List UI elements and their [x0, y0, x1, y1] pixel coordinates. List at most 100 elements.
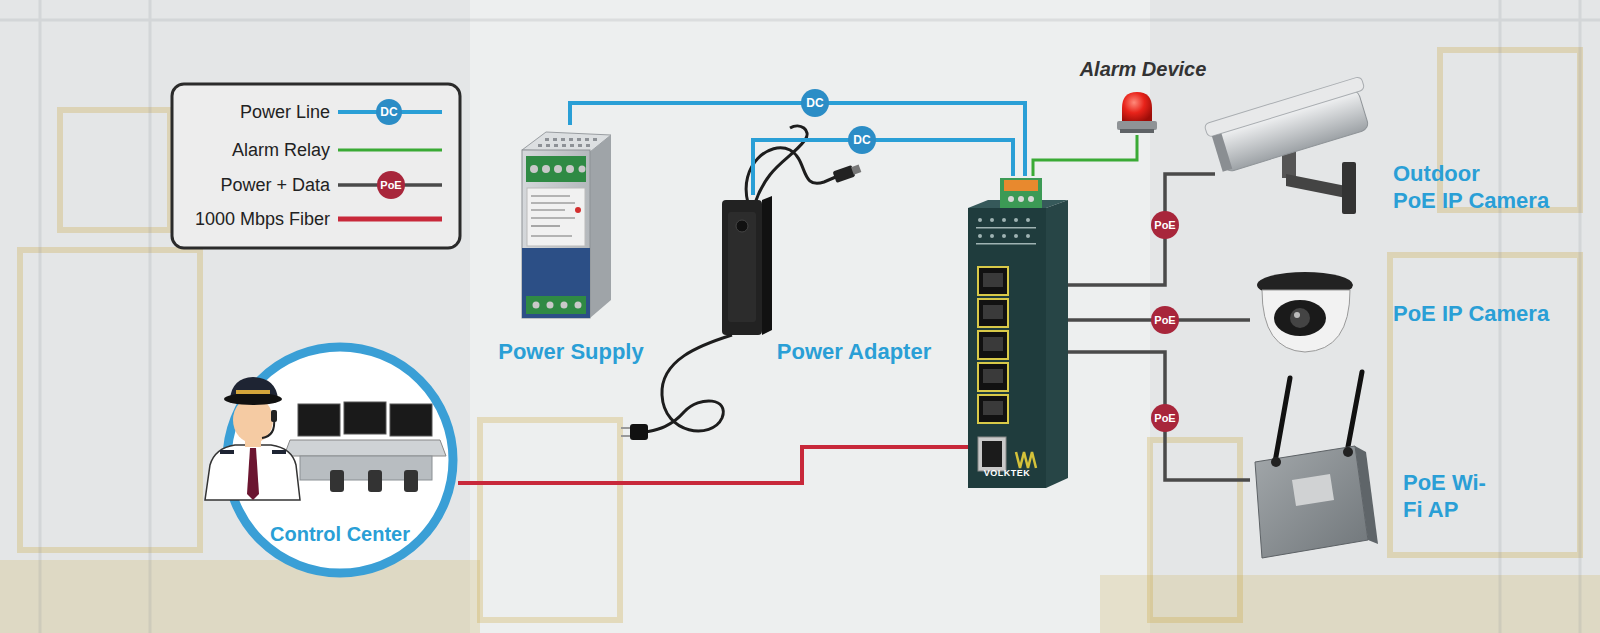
dome-camera-illustration: [1262, 290, 1350, 352]
control-desk: [330, 470, 344, 492]
outdoor-camera-illustration: [1204, 76, 1376, 175]
control-desk: [404, 470, 418, 492]
alarm-device-node: Alarm Device: [1070, 55, 1216, 135]
warehouse-backdrop: [0, 560, 1600, 633]
power-supply-illustration: [526, 156, 586, 182]
ethernet-switch-illustration: [978, 395, 1008, 423]
power-adapter-illustration: [833, 163, 862, 184]
ethernet-switch-illustration: [978, 363, 1008, 391]
control-desk: [368, 470, 382, 492]
operator-figure: [245, 436, 261, 447]
power-supply-illustration: [522, 150, 590, 318]
control-desk: [300, 456, 432, 480]
operator-figure: [236, 390, 270, 394]
ip-camera-node: PoE IP Camera: [1250, 262, 1570, 357]
legend-label: Power Line: [172, 101, 330, 123]
ethernet-switch-illustration: [978, 218, 982, 222]
legend-label: Power + Data: [172, 174, 330, 196]
legend-box: [338, 149, 442, 152]
power-supply-illustration: [570, 144, 574, 147]
ethernet-switch-illustration: [1018, 196, 1024, 202]
power-supply-illustration: [531, 235, 572, 236]
warehouse-backdrop: [1579, 0, 1582, 633]
line-badge: DC: [376, 99, 402, 125]
power-supply-illustration: [538, 138, 597, 147]
power-adapter-node: Power Adapter: [630, 195, 935, 365]
power-supply-illustration: [590, 135, 611, 318]
warehouse-backdrop: [20, 250, 200, 550]
ethernet-switch-illustration: [976, 227, 1036, 229]
wifi-ap-illustration: [1347, 372, 1362, 452]
legend-box: [172, 84, 460, 248]
power-supply-illustration: [542, 165, 550, 173]
power-supply-illustration: [531, 209, 565, 210]
outdoor-camera-illustration: [1342, 162, 1356, 214]
legend-box: [172, 84, 460, 248]
power-supply-illustration: [554, 144, 558, 147]
wifi-ap-illustration: [1292, 474, 1334, 506]
legend-box: [338, 217, 442, 222]
power-supply-illustration: [547, 302, 554, 309]
ethernet-switch-illustration: [1004, 180, 1038, 191]
warehouse-backdrop: [0, 560, 480, 633]
line-badge: DC: [801, 89, 829, 117]
power-supply-illustration: [561, 138, 565, 141]
power-supply-illustration: [530, 165, 538, 173]
power-adapter-illustration: [621, 126, 862, 440]
node-label: Control Center: [222, 522, 458, 546]
ethernet-switch-illustration: [1008, 196, 1014, 202]
operator-figure: [272, 450, 286, 454]
wrap-spacer: [1520, 160, 1555, 187]
line-badge: DC: [848, 126, 876, 154]
ethernet-switch-illustration: [978, 437, 1006, 471]
node-label: Power Adapter: [774, 338, 934, 365]
alarm-beacon: [1117, 121, 1157, 130]
power-supply-illustration: [522, 248, 590, 318]
ethernet-switch-illustration: [990, 218, 994, 222]
connector-line: [1068, 174, 1215, 285]
operator-figure: [247, 448, 259, 500]
outdoor-camera-illustration: [1204, 76, 1376, 214]
power-supply-illustration: [566, 165, 574, 173]
connector-line: [1068, 352, 1250, 480]
power-supply-illustration: [531, 225, 560, 226]
power-supply-illustration: [579, 166, 586, 173]
power-supply-illustration: [538, 144, 542, 147]
ethernet-switch-illustration: [1008, 196, 1034, 202]
power-supply-illustration: [577, 138, 581, 141]
node-label: Alarm Device: [1070, 57, 1216, 81]
line-badge: PoE: [1151, 211, 1179, 239]
outdoor-camera-illustration: [1204, 76, 1365, 137]
operator-figure: [205, 377, 300, 500]
ethernet-switch-illustration: [1002, 218, 1006, 222]
ethernet-switch-illustration: [983, 369, 1003, 383]
outdoor-camera-node: Outdoor PoE IP Camera: [1215, 82, 1575, 222]
power-supply-illustration: [578, 144, 582, 147]
ethernet-switch-illustration: [1002, 234, 1006, 238]
power-supply-illustration: [522, 132, 611, 318]
wifi-ap-illustration: [1275, 378, 1290, 462]
operator-figure: [233, 397, 273, 443]
wifi-ap-node: PoE Wi-Fi AP: [1250, 370, 1570, 560]
power-supply-illustration: [526, 296, 586, 314]
ethernet-switch-illustration: [983, 305, 1003, 319]
power-supply-illustration: [531, 196, 575, 236]
power-supply-illustration: [531, 195, 570, 196]
operator-figure: [271, 410, 277, 422]
warehouse-backdrop: [60, 110, 170, 230]
connector-line: [753, 140, 1013, 195]
control-desk: [298, 404, 340, 436]
power-adapter-illustration: [630, 424, 648, 440]
warehouse-backdrop: [1390, 255, 1580, 555]
power-supply-illustration: [527, 188, 585, 246]
power-supply-illustration: [575, 207, 581, 213]
wifi-ap-illustration: [1255, 446, 1368, 558]
wifi-ap-illustration: [1271, 457, 1281, 467]
ethernet-switch-illustration: [1014, 234, 1018, 238]
